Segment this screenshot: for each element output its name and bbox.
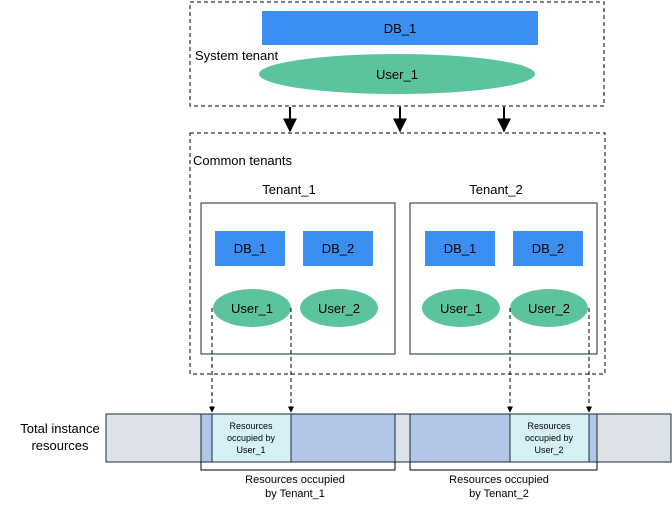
- tenant-2-db-2: [513, 231, 583, 266]
- tenant-1-name: Tenant_1: [262, 182, 316, 197]
- tenant-2-user-2: [510, 289, 588, 327]
- tenant-1-box: [200, 202, 396, 355]
- total-resources-label-line2: resources: [31, 438, 89, 453]
- tenant-2-user-2-label: User_2: [528, 301, 570, 316]
- tenant-2-box: [409, 202, 598, 355]
- resource-bar-gray-left: [105, 413, 202, 463]
- resource-bar-gray-right: [596, 413, 672, 463]
- system-user-label: User_1: [376, 67, 418, 82]
- tenant-1-db-1: [215, 231, 285, 266]
- total-resources-label-line1: Total instance: [20, 421, 100, 436]
- user-1-resources-line3: User_1: [236, 445, 265, 455]
- tenant-2-user-1-label: User_1: [440, 301, 482, 316]
- tenant-1-user-2-label: User_2: [318, 301, 360, 316]
- user-2-resources-line1: Resources: [527, 421, 571, 431]
- tenant-1-db-1-label: DB_1: [234, 241, 267, 256]
- resource-bar-user-2: [509, 413, 590, 463]
- tenant-2-resources-line2: by Tenant_2: [469, 488, 529, 500]
- resource-bar-gray-middle: [394, 413, 411, 463]
- system-user-ellipse: [259, 54, 535, 94]
- system-db-block: [262, 11, 538, 45]
- common-tenants-label: Common tenants: [193, 153, 292, 168]
- tenant-1-bracket: [200, 462, 396, 471]
- tenant-2-bracket: [409, 462, 598, 471]
- common-tenants-box: [189, 132, 606, 375]
- tenant-1-resources-line2: by Tenant_1: [265, 488, 325, 500]
- user-1-resources-line2: occupied by: [227, 433, 276, 443]
- tenant-2-db-2-label: DB_2: [532, 241, 565, 256]
- user-2-resources-line3: User_2: [534, 445, 563, 455]
- tenant-1-resources-line1: Resources occupied: [245, 474, 345, 486]
- tenant-2-resources-line1: Resources occupied: [449, 474, 549, 486]
- system-tenant-label: System tenant: [195, 48, 278, 63]
- system-db-label: DB_1: [384, 21, 417, 36]
- tenant-2-name: Tenant_2: [469, 182, 523, 197]
- tenant-1-db-2: [303, 231, 373, 266]
- tenant-1-user-2: [300, 289, 378, 327]
- tenant-2-db-1-label: DB_1: [444, 241, 477, 256]
- tenant-2-db-1: [425, 231, 495, 266]
- user-1-resources-line1: Resources: [229, 421, 273, 431]
- resource-bar-user-1: [211, 413, 292, 463]
- tenant-1-user-1-label: User_1: [231, 301, 273, 316]
- user-2-resources-line2: occupied by: [525, 433, 574, 443]
- tenant-1-db-2-label: DB_2: [322, 241, 355, 256]
- tenant-1-user-1: [213, 289, 291, 327]
- system-tenant-box: [189, 1, 605, 107]
- tenant-2-user-1: [422, 289, 500, 327]
